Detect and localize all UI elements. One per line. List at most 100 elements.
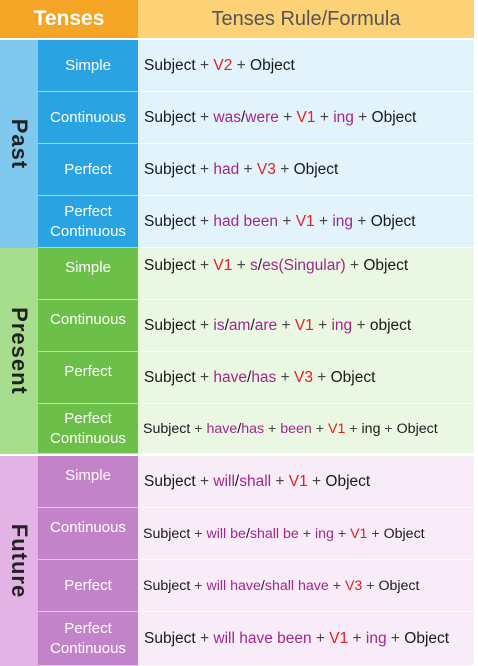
formula-segment: +	[195, 212, 214, 230]
formula-segment: Subject	[144, 160, 196, 178]
formula-segment: has	[251, 368, 277, 386]
formula-segment: Subject	[143, 420, 191, 437]
formula-segment: /	[247, 368, 252, 386]
formula-segment: V1	[213, 257, 233, 274]
present-perfect-continuous-label: Perfect Continuous	[38, 404, 138, 454]
formula-segment: (Singular)	[278, 257, 346, 274]
formula-segment: +	[232, 56, 251, 74]
formula-segment: Subject	[143, 577, 191, 594]
future-simple-rule: Subject + will/shall + V1 + Object	[138, 456, 474, 508]
past-perfect-continuous-label: Perfect Continuous	[38, 196, 138, 248]
formula-segment: V1	[350, 525, 368, 542]
formula-segment: V1	[288, 472, 308, 490]
formula-segment: +	[311, 629, 330, 647]
formula-segment: /	[240, 108, 246, 126]
future-continuous-rule: Subject + will be/shall be + ing + V1 + …	[138, 508, 474, 560]
formula-segment: V2	[213, 56, 233, 74]
formula-segment: V3	[293, 368, 313, 386]
formula-segment: +	[195, 629, 214, 647]
formula-segment: Object	[371, 108, 417, 126]
formula-segment: V1	[294, 316, 314, 334]
formula-segment: Subject	[144, 108, 196, 126]
formula-segment: +	[352, 316, 370, 334]
past-perfect-rule: Subject + had + V3 + Object	[138, 144, 474, 196]
formula-segment: has	[241, 420, 265, 437]
header-tenses: Tenses	[0, 0, 138, 40]
formula-segment: Subject	[144, 212, 196, 230]
formula-segment: will	[213, 472, 235, 490]
formula-segment: Object	[363, 257, 409, 274]
formula-segment: +	[367, 525, 384, 542]
formula-segment: +	[312, 368, 331, 386]
formula-segment: will have been	[213, 629, 312, 647]
formula-segment: /	[237, 420, 242, 437]
formula-segment: +	[298, 525, 315, 542]
formula-segment: V3	[344, 577, 363, 594]
formula-segment: have	[213, 368, 247, 386]
formula-segment: +	[380, 420, 397, 437]
formula-segment: +	[271, 472, 289, 490]
formula-segment: shall have	[264, 577, 329, 594]
formula-segment: +	[276, 368, 294, 386]
past-continuous-rule: Subject + was/were + V1 + ing + Object	[138, 92, 474, 144]
present-simple-label: Simple	[38, 248, 138, 300]
header-rule-formula: Tenses Rule/Formula	[138, 0, 474, 40]
formula-segment: +	[307, 472, 326, 490]
future-perfect-rule: Subject + will have/shall have + V3 + Ob…	[138, 560, 474, 612]
future-perfect-continuous-label: Perfect Continuous	[38, 612, 138, 666]
formula-segment: +	[345, 257, 364, 274]
past-perfect-label: Perfect	[38, 144, 138, 196]
formula-segment: ing	[332, 212, 354, 230]
formula-segment: V1	[328, 420, 346, 437]
formula-segment: +	[195, 257, 214, 274]
formula-segment: +	[348, 629, 366, 647]
present-simple-rule: Subject + V1 + s/es(Singular) + Object	[138, 248, 474, 300]
formula-segment: +	[313, 316, 332, 334]
formula-segment: +	[278, 212, 296, 230]
formula-segment: object	[369, 316, 412, 334]
present-perfect-label: Perfect	[38, 352, 138, 404]
formula-segment: Subject	[144, 316, 196, 334]
formula-segment: have	[206, 420, 238, 437]
formula-segment: +	[277, 316, 295, 334]
formula-segment: +	[345, 420, 362, 437]
formula-segment: +	[311, 420, 328, 437]
formula-segment: Subject	[144, 472, 196, 490]
formula-segment: s	[250, 257, 258, 274]
formula-segment: /	[234, 472, 240, 490]
group-label-past: Past	[0, 40, 38, 248]
formula-segment: +	[386, 629, 405, 647]
present-perfect-rule: Subject + have/has + V3 + Object	[138, 352, 474, 404]
formula-segment: +	[190, 577, 207, 594]
formula-segment: +	[264, 420, 281, 437]
formula-segment: +	[315, 108, 334, 126]
formula-segment: ing	[331, 316, 353, 334]
past-continuous-label: Continuous	[38, 92, 138, 144]
formula-segment: +	[353, 212, 371, 230]
formula-segment: Object	[396, 420, 438, 437]
formula-segment: Object	[383, 525, 425, 542]
future-perfect-label: Perfect	[38, 560, 138, 612]
formula-segment: Subject	[144, 257, 196, 274]
group-label-future: Future	[0, 456, 38, 666]
formula-segment: +	[239, 160, 257, 178]
formula-segment: Subject	[143, 525, 191, 542]
formula-segment: +	[195, 472, 214, 490]
formula-segment: had been	[213, 212, 279, 230]
formula-segment: +	[333, 525, 351, 542]
formula-segment: ing	[314, 525, 334, 542]
formula-segment: is	[213, 316, 225, 334]
formula-segment: shall be	[249, 525, 299, 542]
formula-segment: /	[245, 525, 250, 542]
formula-segment: Subject	[144, 368, 196, 386]
formula-segment: ing	[333, 108, 354, 126]
formula-segment: Object	[378, 577, 420, 594]
formula-segment: had	[213, 160, 240, 178]
formula-segment: shall	[239, 472, 272, 490]
formula-segment: /	[257, 257, 263, 274]
future-perfect-continuous-rule: Subject + will have been + V1 + ing + Ob…	[138, 612, 474, 666]
formula-segment: Object	[404, 629, 450, 647]
future-simple-label: Simple	[38, 456, 138, 508]
formula-segment: +	[278, 108, 297, 126]
